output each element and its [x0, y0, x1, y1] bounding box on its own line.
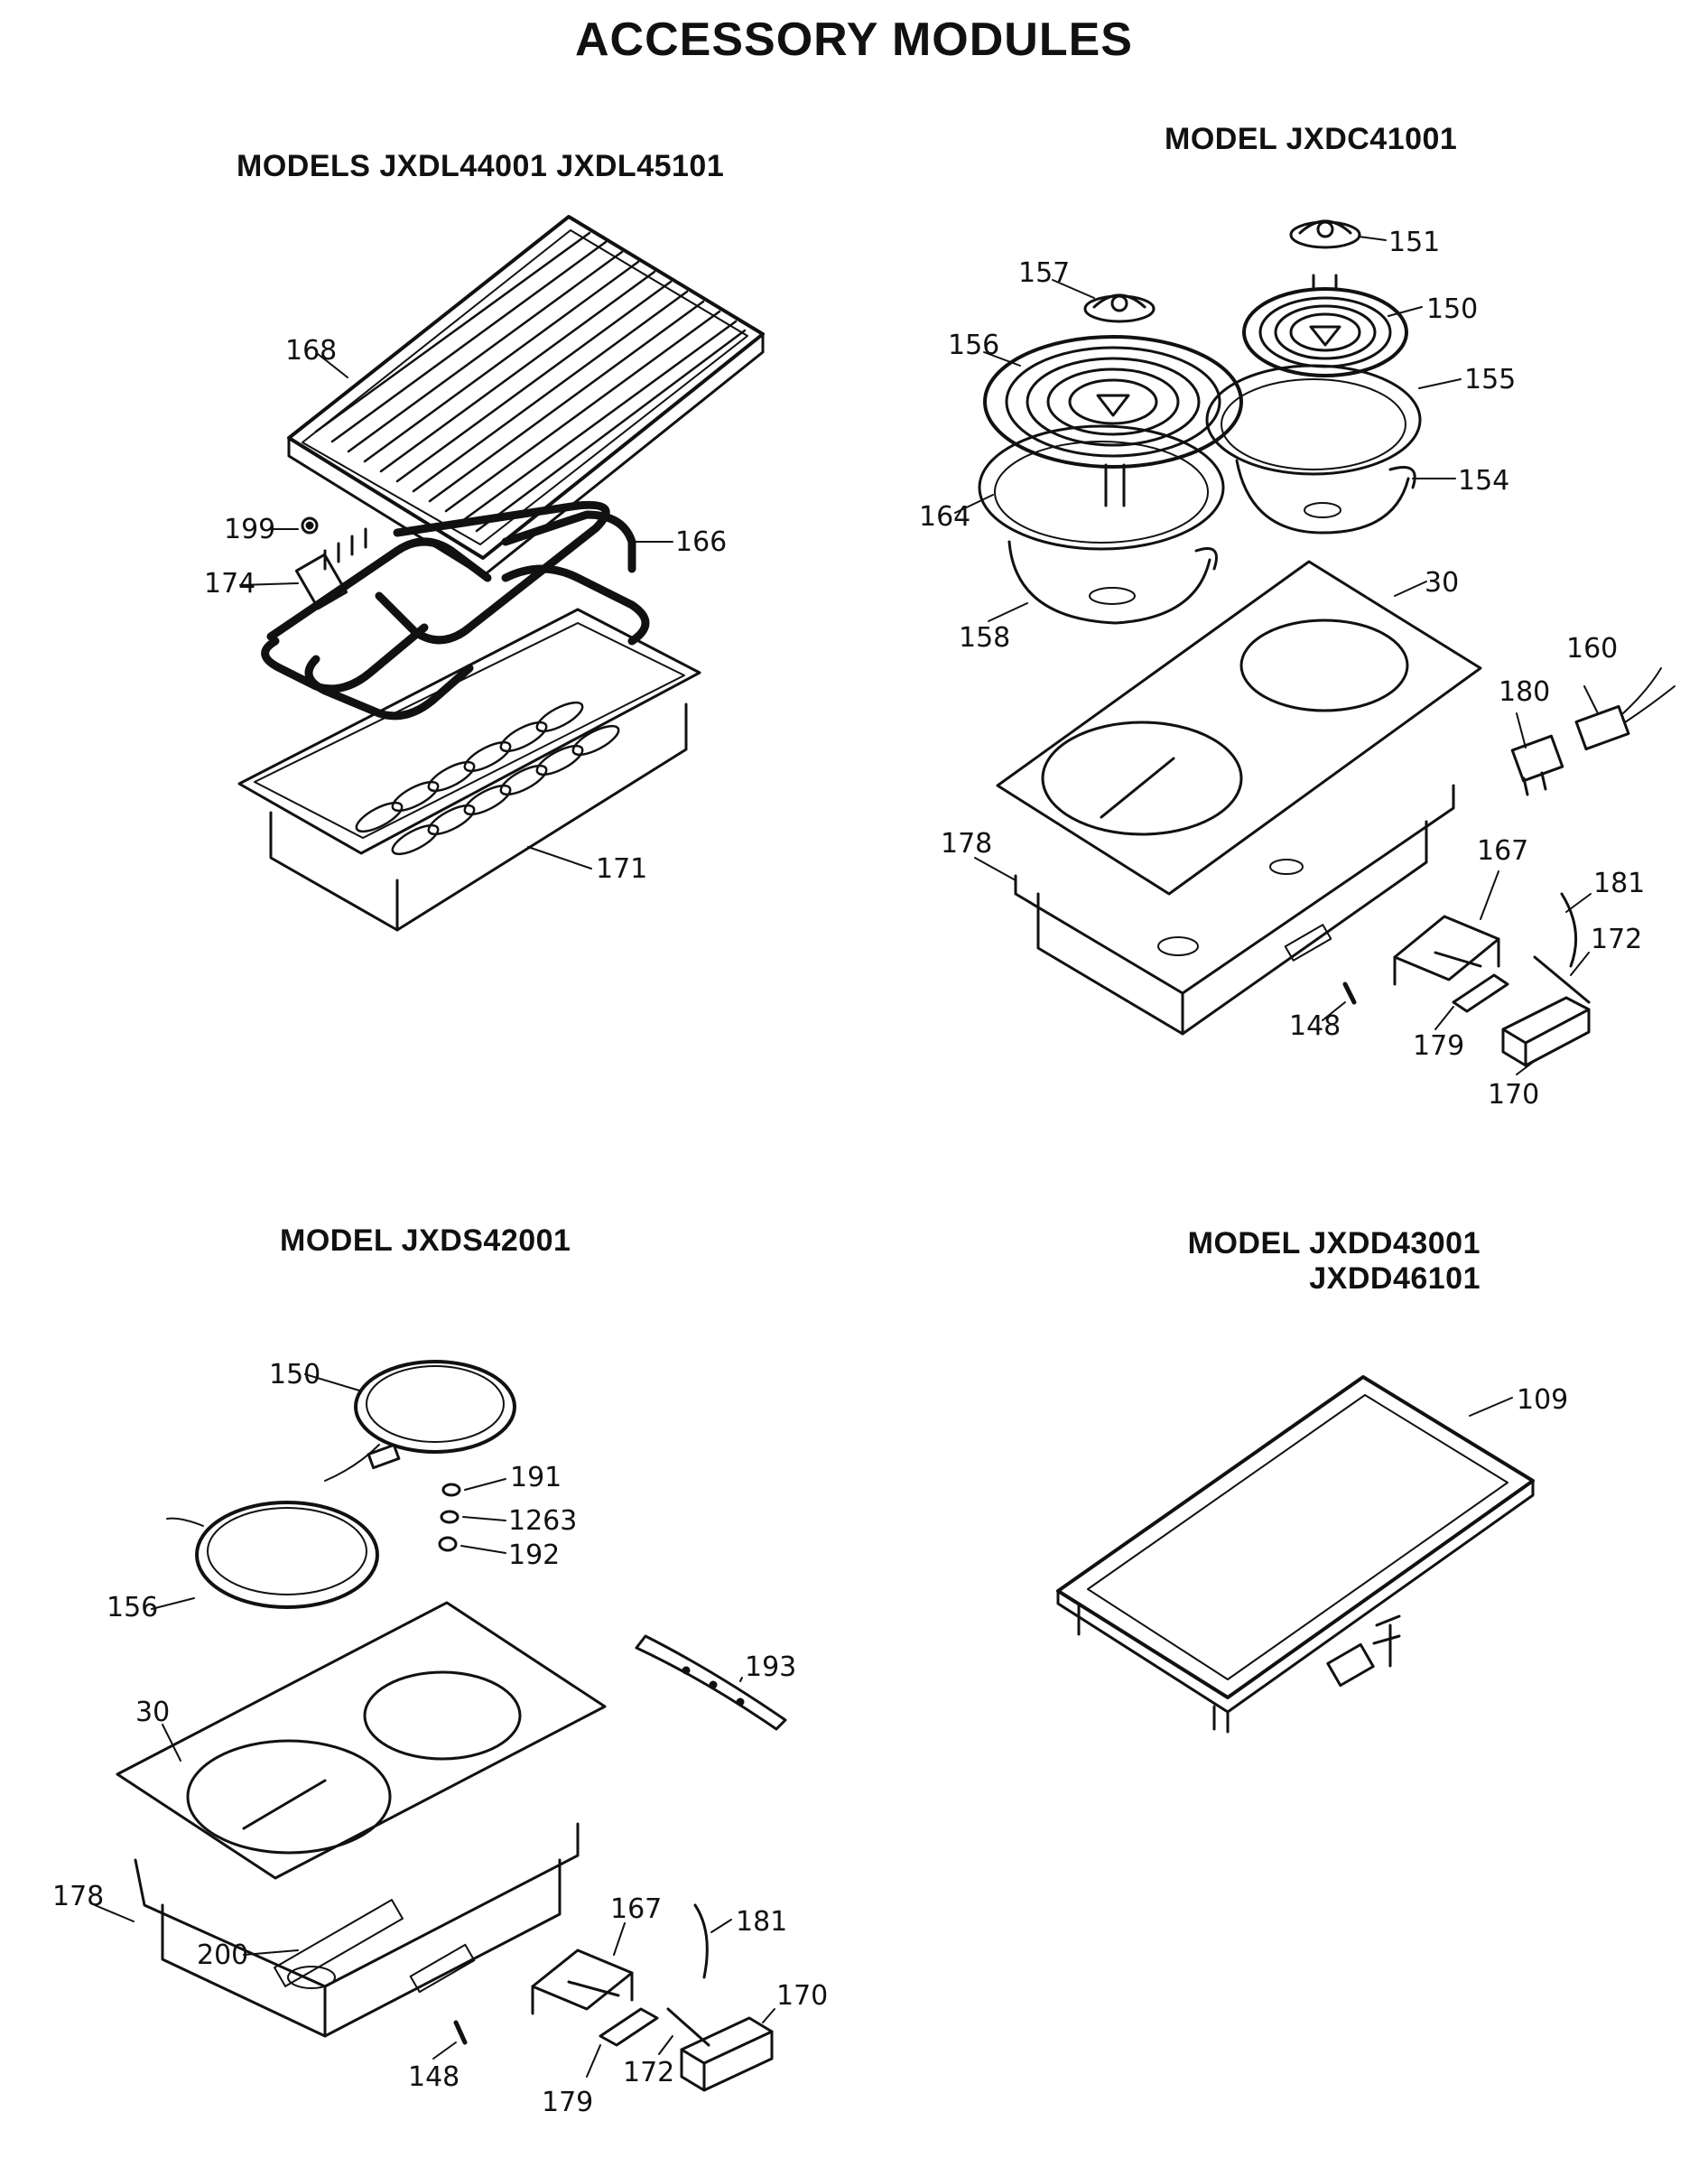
coil-module-drawing: 151 157 150 156 155 164 154 30 158 160 1…: [919, 219, 1676, 1111]
radiant-module-drawing: 150 191 1263 192 156 193 30 178 167 181 …: [52, 1359, 828, 2118]
callout-172: 172: [623, 2057, 674, 2088]
small-coil-element: [1242, 274, 1408, 377]
burner-cap-small: [1289, 219, 1361, 249]
callout-160: 160: [1566, 633, 1618, 665]
callout-166: 166: [675, 526, 727, 558]
heading-line: MODEL JXDC41001: [1165, 122, 1458, 156]
ground-wire: [693, 1903, 709, 1979]
callout-171: 171: [596, 853, 647, 885]
griddle-section-heading: MODEL JXDD43001 JXDD46101: [1165, 1226, 1481, 1297]
connector-180: [1510, 734, 1564, 796]
heading-line: JXDD46101: [1309, 1261, 1481, 1296]
callout-179: 179: [542, 2087, 593, 2118]
spacer-191: [441, 1483, 461, 1497]
insulator-plate: [1452, 973, 1509, 1013]
coil-section-heading: MODEL JXDC41001: [1165, 122, 1457, 157]
support-strip: [635, 1634, 787, 1731]
callout-181: 181: [736, 1906, 787, 1938]
callout-150: 150: [269, 1359, 320, 1390]
griddle-plate: [1056, 1375, 1535, 1734]
large-radiant-element: [166, 1501, 379, 1609]
insulator-plate: [599, 2007, 659, 2047]
grill-module-drawing: 168 199 166 174 171: [204, 215, 765, 932]
callout-158: 158: [959, 622, 1010, 654]
callout-167: 167: [610, 1893, 662, 1925]
grill-heating-element: [261, 500, 650, 721]
callout-148: 148: [408, 2061, 459, 2093]
heading-line: MODELS JXDL44001 JXDL45101: [237, 149, 725, 183]
callout-191: 191: [510, 1462, 562, 1493]
callout-181: 181: [1593, 868, 1645, 899]
callout-164: 164: [919, 501, 970, 533]
clip: [1533, 955, 1591, 1004]
page-title: ACCESSORY MODULES: [575, 14, 1133, 66]
small-radiant-element: [324, 1360, 516, 1482]
terminal-housing: [680, 2016, 774, 2092]
bracket: [1393, 915, 1500, 986]
screw: [453, 2020, 468, 2045]
griddle-module-drawing: 109: [1056, 1375, 1568, 1734]
callout-199: 199: [224, 514, 275, 545]
grill-grate: [287, 215, 765, 578]
callout-200: 200: [197, 1939, 248, 1971]
burner-cap-large: [1083, 293, 1156, 323]
heading-line: MODEL JXDS42001: [280, 1223, 571, 1258]
terminal-block: [294, 527, 367, 610]
large-drip-pan: [1007, 540, 1218, 625]
cooktop-panel: [116, 1601, 607, 1880]
small-fastener: [301, 516, 319, 535]
large-trim-ring: [978, 424, 1225, 551]
callout-151: 151: [1388, 227, 1440, 258]
large-coil-element: [983, 335, 1243, 507]
callout-179: 179: [1413, 1030, 1464, 1062]
drip-pan: [237, 608, 701, 932]
callout-174: 174: [204, 568, 255, 600]
callout-178: 178: [52, 1881, 104, 1912]
callout-172: 172: [1591, 924, 1642, 955]
connector-160: [1574, 667, 1676, 751]
callout-156: 156: [948, 330, 999, 361]
callout-1263: 1263: [508, 1505, 577, 1537]
callout-170: 170: [1488, 1079, 1539, 1111]
screw: [1342, 981, 1357, 1005]
spacer-192: [438, 1536, 458, 1552]
callout-148: 148: [1289, 1010, 1341, 1042]
callout-157: 157: [1018, 257, 1070, 289]
bracket: [531, 1948, 634, 2015]
callout-178: 178: [941, 828, 992, 860]
base-pan: [134, 1822, 580, 2038]
callout-193: 193: [745, 1651, 796, 1683]
cooktop-panel: [996, 560, 1482, 896]
callout-30: 30: [135, 1697, 170, 1728]
nut-1263: [440, 1510, 459, 1524]
small-drip-pan: [1235, 459, 1416, 535]
callout-170: 170: [776, 1980, 828, 2012]
callout-150: 150: [1426, 293, 1478, 325]
base-pan: [1014, 784, 1455, 1036]
ground-wire: [1560, 892, 1578, 968]
callout-109: 109: [1517, 1384, 1568, 1416]
terminal-housing: [1501, 996, 1591, 1067]
callout-155: 155: [1464, 364, 1516, 395]
callout-168: 168: [285, 335, 337, 367]
callout-154: 154: [1458, 465, 1509, 497]
callout-167: 167: [1477, 835, 1528, 867]
small-trim-ring: [1205, 364, 1422, 476]
callout-192: 192: [508, 1539, 560, 1571]
radiant-section-heading: MODEL JXDS42001: [280, 1223, 571, 1259]
heading-line: MODEL JXDD43001: [1187, 1226, 1481, 1260]
grill-section-heading: MODELS JXDL44001 JXDL45101: [237, 149, 724, 184]
callout-156: 156: [107, 1592, 158, 1623]
callout-30: 30: [1425, 567, 1459, 599]
griddle-connector: [1326, 1614, 1401, 1688]
callout-180: 180: [1499, 676, 1550, 708]
